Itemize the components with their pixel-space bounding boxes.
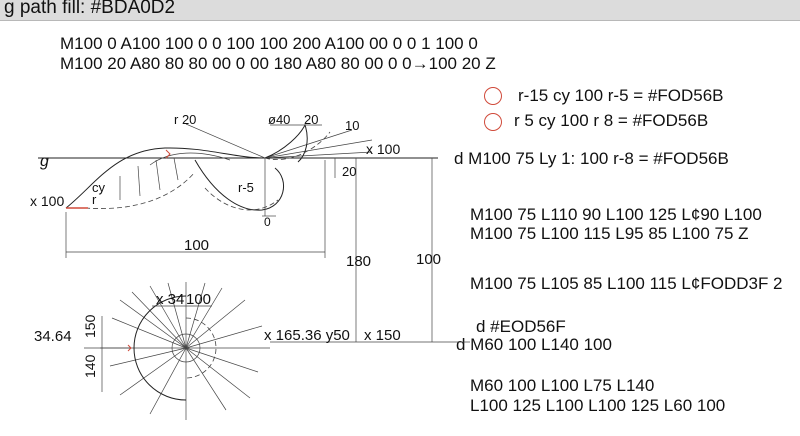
label-zero: 0 (264, 215, 271, 229)
m-line-3b: L100 125 L100 L100 125 L60 100 (470, 396, 726, 415)
label-150: 150 (82, 314, 98, 338)
label-20a: 20 (304, 112, 318, 127)
wave-inner-upper (149, 152, 231, 166)
label-x150: x 150 (364, 327, 401, 344)
label-100-dim: 100 (184, 237, 209, 254)
label-140: 140 (82, 354, 98, 378)
label-g-mark: g (40, 153, 49, 170)
bottom-arc (133, 295, 187, 401)
ray-2 (264, 129, 353, 159)
label-180: 180 (346, 253, 371, 270)
label-x100-a: x 100 (366, 141, 400, 157)
d-line-2: d #EOD56F (476, 317, 566, 336)
d-line-1: d M100 75 Ly 1: 100 r-8 = #FOD56B (454, 149, 729, 168)
path-line-2: M100 20 A80 80 80 00 0 00 180 A80 80 00 … (60, 54, 496, 73)
bottom-center-circle (171, 333, 201, 363)
m-line-1b: M100 75 L100 115 L95 85 L100 75 Z (470, 224, 749, 243)
label-r20: r 20 (174, 112, 196, 127)
red-mark-1 (165, 149, 171, 159)
label-10: 10 (345, 118, 359, 133)
label-x100-b: x 100 (30, 193, 64, 209)
label-3464: 34.64 (34, 328, 72, 345)
label-x165: x 165.36 y50 (264, 327, 350, 344)
wave-hatching (119, 157, 179, 200)
bottom-arc-dashed (185, 317, 217, 379)
label-r-small: r (92, 192, 97, 207)
ray-4 (185, 123, 266, 159)
label-100-top: 100 (186, 291, 211, 308)
m-line-3a: M60 100 L100 L75 L140 (470, 376, 655, 395)
bottom-fan (100, 282, 270, 420)
title-text: g path fill: #BDA0D2 (4, 0, 176, 18)
d-line-3: d M60 100 L140 100 (456, 335, 612, 354)
wave-dashed-lower (204, 187, 279, 211)
label-r5: r-5 (238, 180, 254, 195)
legend-item-1: r-15 cy 100 r-5 = #FOD56B (518, 86, 724, 105)
label-phi40: ø40 (268, 112, 290, 127)
m-line-2: M100 75 L105 85 L100 115 L¢FODD3F 2 (470, 274, 783, 293)
ray-1 (264, 139, 373, 159)
petal-curve (264, 123, 308, 163)
legend-circle-1 (484, 87, 502, 105)
wave-lower-lobe (194, 159, 284, 211)
red-mark-3 (127, 344, 132, 352)
wave-upper-lobe (65, 147, 266, 209)
m-line-1a: M100 75 L110 90 L100 125 L¢90 L100 (470, 205, 762, 224)
label-x34: x 34 (156, 291, 184, 308)
title-bar: g path fill: #BDA0D2 (0, 0, 800, 21)
label-cy: cy (92, 180, 106, 195)
label-20b: 20 (342, 164, 356, 179)
label-100-right: 100 (416, 251, 441, 268)
legend-circle-2 (484, 113, 502, 131)
wave-dashed-curve (84, 171, 196, 209)
ray-3 (264, 151, 373, 159)
path-line-1: M100 0 A100 100 0 0 100 100 200 A100 00 … (60, 34, 478, 53)
petal-dashed (264, 131, 331, 160)
legend-item-2: r 5 cy 100 r 8 = #FOD56B (514, 111, 709, 130)
